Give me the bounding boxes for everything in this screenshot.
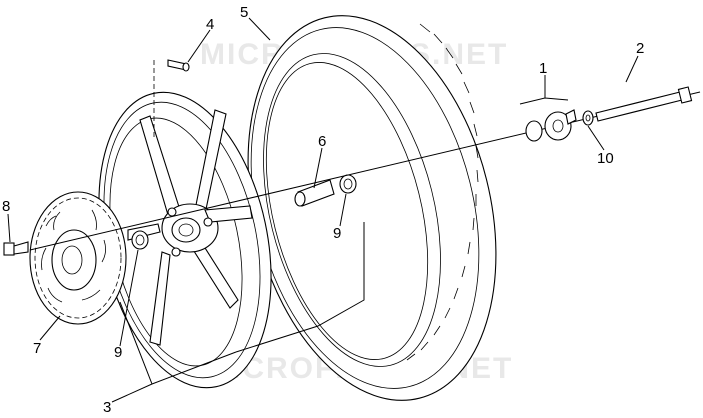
callout-9-left: 9 xyxy=(114,344,122,361)
spacer-tube xyxy=(294,179,335,207)
callout-8: 8 xyxy=(2,198,10,215)
callout-3: 3 xyxy=(103,399,111,416)
leader-lines xyxy=(7,17,639,403)
wheel-rim xyxy=(98,91,272,389)
brake-disc xyxy=(29,191,127,325)
axle xyxy=(595,86,693,122)
bearing-right xyxy=(339,174,357,194)
callout-9-right: 9 xyxy=(333,225,341,242)
callout-4: 4 xyxy=(206,16,214,33)
callout-6: 6 xyxy=(318,133,326,150)
disc-bolt xyxy=(3,241,29,256)
valve-pin xyxy=(153,59,190,140)
callout-5: 5 xyxy=(240,4,248,21)
bearing-left xyxy=(131,230,149,250)
callout-7: 7 xyxy=(33,340,41,357)
washer xyxy=(582,110,594,126)
callout-1: 1 xyxy=(539,60,547,77)
speedometer-drive xyxy=(525,109,577,142)
callout-10: 10 xyxy=(597,150,614,167)
tire xyxy=(247,15,497,401)
callout-2: 2 xyxy=(636,40,644,57)
